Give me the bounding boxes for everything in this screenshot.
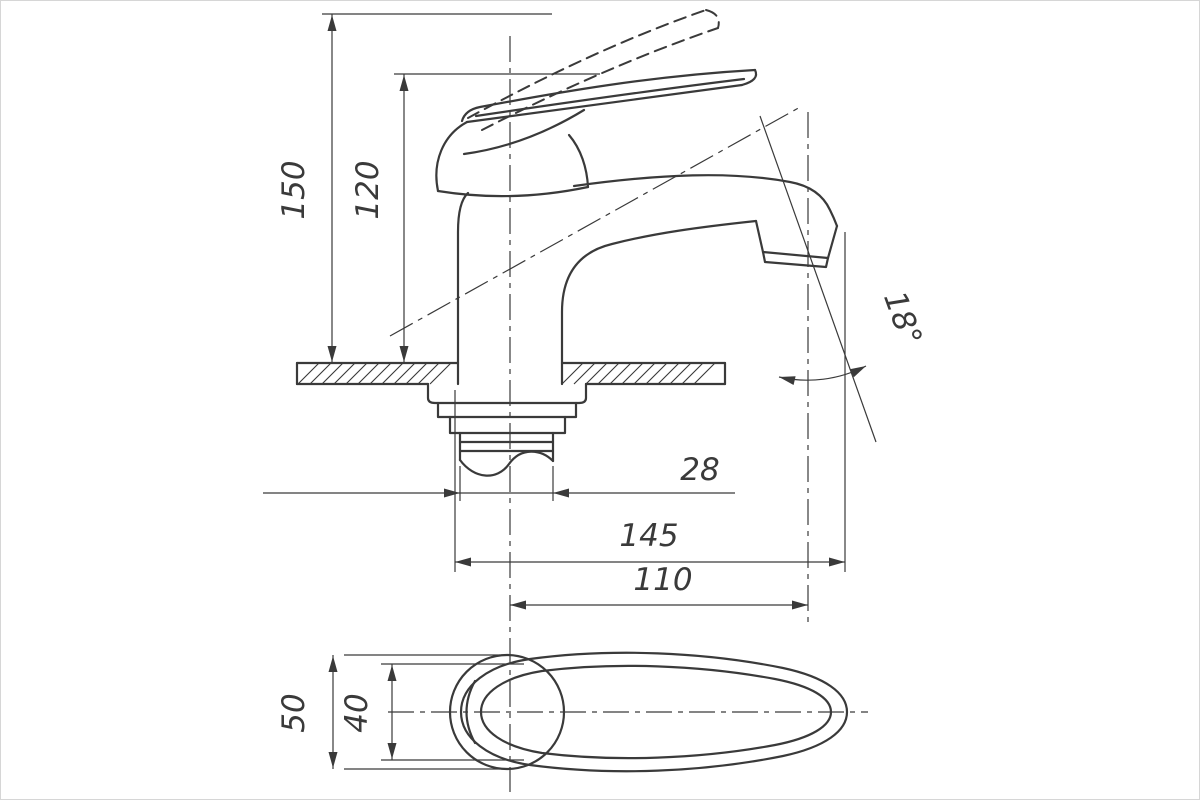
faucet-top-view <box>448 651 849 773</box>
raised-lever-tip <box>705 9 720 29</box>
dimension-label-120: 120 <box>350 160 386 219</box>
dim-110-arrow-right <box>792 600 808 610</box>
lever-top-edge <box>460 68 757 123</box>
handle-dome-right <box>567 133 590 189</box>
shank-below-deck <box>426 382 588 477</box>
lever-bottom-edge <box>465 83 744 124</box>
shank-break-line <box>458 450 555 477</box>
spout-top-edge <box>572 174 839 228</box>
lever-paddle-outer <box>459 651 849 773</box>
threaded-shank-sides <box>458 431 555 463</box>
dimension-120: 120 <box>350 73 600 363</box>
raised-handle-dashed <box>467 9 720 131</box>
dim-120-arrow-top <box>399 75 409 91</box>
dimension-label-50: 50 <box>276 693 312 732</box>
collar-ring-2 <box>448 415 567 435</box>
handle-base-circle <box>448 653 566 771</box>
dimension-145: 145 <box>454 232 846 572</box>
mounting-collar <box>426 382 588 405</box>
dim-50-arrow-top <box>328 656 338 672</box>
dimension-110: 110 <box>510 562 808 610</box>
thread-lines <box>458 440 555 453</box>
angle-arrow-right <box>849 366 866 378</box>
dimension-label-110: 110 <box>633 562 692 598</box>
aerator-outline <box>754 219 839 260</box>
dimension-28: 28 <box>263 452 735 501</box>
lever-paddle-inner <box>479 664 833 760</box>
collar-ring-1 <box>436 401 578 419</box>
deck-hatching-left <box>297 362 452 385</box>
dim-110-arrow-left <box>510 600 526 610</box>
dim-145-arrow-left <box>455 557 471 567</box>
angle-arrow-left <box>779 376 796 385</box>
deck-section <box>295 361 727 386</box>
deck-end-caps <box>295 361 727 386</box>
dim-50-arrow-bottom <box>328 752 338 768</box>
dimension-label-40: 40 <box>339 693 375 732</box>
raised-lever-lower <box>467 9 707 119</box>
dimension-label-145: 145 <box>619 518 678 554</box>
dimension-label-28: 28 <box>680 452 719 488</box>
dim-40-arrow-top <box>387 665 397 681</box>
dimension-label-150: 150 <box>276 160 312 219</box>
dimension-50: 50 <box>276 654 500 770</box>
dim-40-arrow-bottom <box>387 743 397 759</box>
lever-inner-line <box>474 77 746 118</box>
dim-28-arrow-left <box>444 488 460 498</box>
dim-150-arrow-bottom <box>327 346 337 362</box>
dimension-150: 150 <box>276 13 552 363</box>
lever-front-swoosh <box>462 108 586 156</box>
dim-120-arrow-bottom <box>399 346 409 362</box>
lever-tip-arc <box>465 679 477 745</box>
handle-dome-left <box>435 120 469 193</box>
stream-incline-line <box>759 115 877 443</box>
handle-dome-base <box>436 185 590 198</box>
dimension-40: 40 <box>339 663 524 761</box>
aerator-face-line <box>761 250 830 269</box>
lever-tip <box>740 68 758 87</box>
faucet-side-view <box>435 68 839 386</box>
body-right-spout-underside <box>560 219 758 386</box>
deck-hatching-right <box>561 362 716 385</box>
dim-145-arrow-right <box>829 557 845 567</box>
dim-28-arrow-right <box>553 488 569 498</box>
dim-150-arrow-top <box>327 15 337 31</box>
